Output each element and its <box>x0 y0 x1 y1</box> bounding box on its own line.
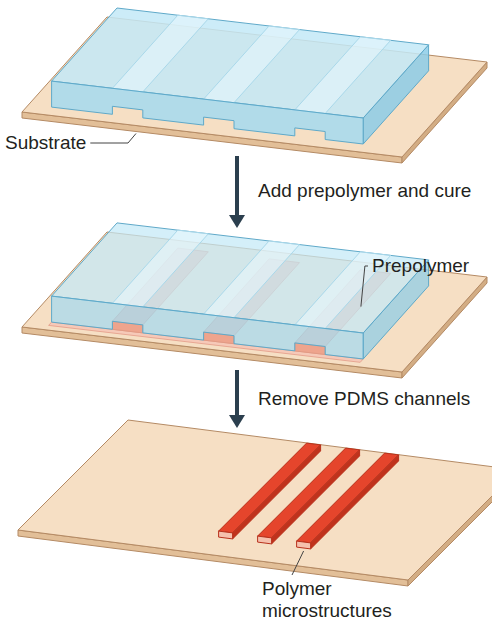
process-arrow <box>235 370 239 418</box>
polymer-microstructure-end <box>258 536 272 544</box>
pdms-channel <box>112 15 208 92</box>
step-label: Add prepolymer and cure <box>258 180 471 202</box>
callout-label: Prepolymer <box>372 255 469 277</box>
pdms-channel <box>112 230 208 307</box>
step-label: Remove PDMS channels <box>258 388 470 410</box>
polymer-microstructure-end <box>219 531 233 539</box>
callout-label: Substrate <box>5 132 86 154</box>
callout-label: Polymer microstructures <box>262 578 412 622</box>
pdms-front <box>52 296 364 359</box>
pdms-channel <box>295 37 391 114</box>
leader-line <box>90 134 136 144</box>
pdms-channel <box>204 26 300 103</box>
process-arrow <box>235 156 239 218</box>
substrate-plate <box>18 420 492 580</box>
arrow-head <box>229 215 245 228</box>
leader-line <box>361 266 368 307</box>
leader-line <box>292 551 304 575</box>
arrow-head <box>229 415 245 428</box>
polymer-microstructure-end <box>297 541 311 549</box>
polymer-microstructure-side <box>311 455 399 549</box>
pdms-channel <box>204 241 300 318</box>
polymer-microstructure <box>297 453 399 543</box>
pdms-front <box>52 81 364 144</box>
